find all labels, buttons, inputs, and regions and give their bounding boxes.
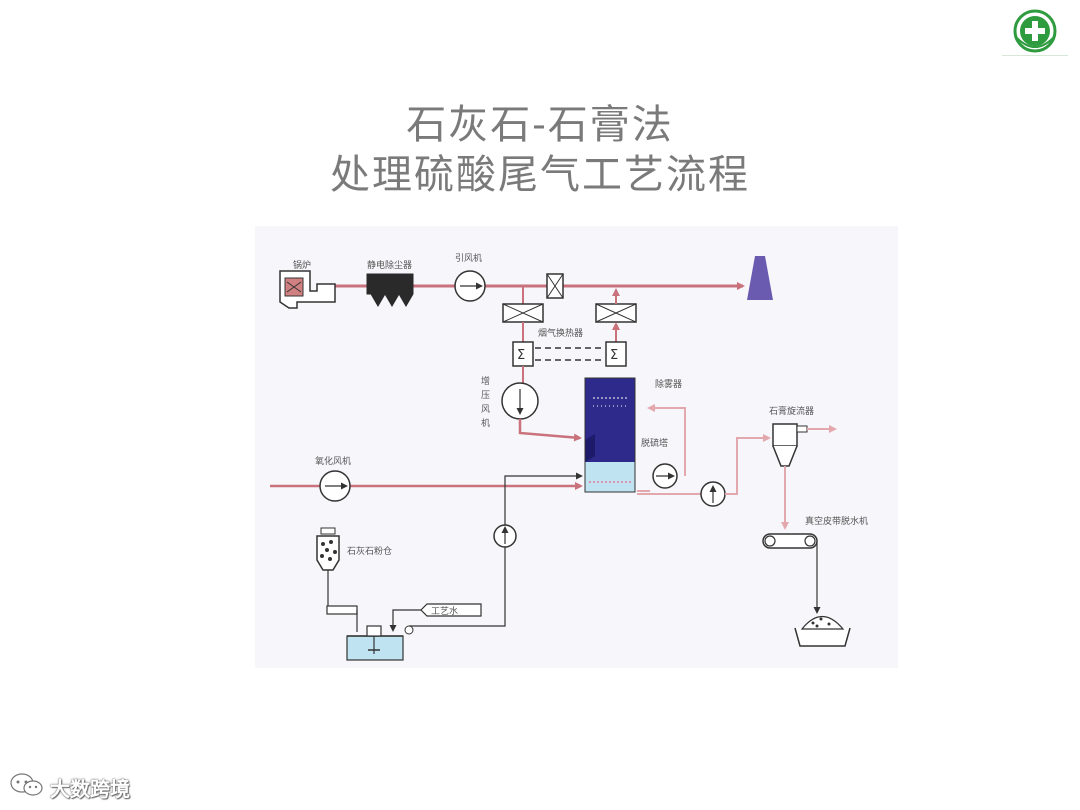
booster-fan-label-1: 增: [481, 375, 490, 387]
booster-fan-label-4: 机: [481, 417, 490, 429]
slurry-feed-pump-icon: [493, 524, 517, 548]
page-title-line-1: 石灰石-石膏法: [406, 102, 674, 148]
limestone-silo-label: 石灰石粉仓: [347, 545, 392, 557]
limestone-silo-icon: [316, 527, 340, 606]
svg-text:Σ: Σ: [610, 348, 618, 363]
gypsum-cyclone-icon: [772, 423, 808, 467]
gas-gas-heater-left-icon: Σ: [512, 341, 534, 367]
watermark-text: 大数跨境: [50, 776, 130, 801]
booster-fan-icon: [501, 382, 539, 420]
process-water-tag-icon: [420, 603, 482, 617]
demister-label: 除雾器: [655, 378, 682, 390]
esp-label: 静电除尘器: [367, 259, 412, 271]
absorber-tower-icon: [584, 377, 636, 493]
logo-underline: [1002, 55, 1068, 56]
electrostatic-precipitator-icon: [366, 273, 414, 307]
boiler-label: 锅炉: [293, 259, 311, 271]
gypsum-cyclone-label: 石膏旋流器: [769, 405, 814, 417]
oxidation-fan-label: 氧化风机: [315, 455, 351, 467]
ggh-label: 烟气换热器: [538, 327, 583, 339]
id-fan-label: 引风机: [455, 252, 482, 264]
screw-conveyor-icon: [326, 605, 358, 632]
boiler-icon: [279, 270, 336, 309]
booster-fan-label-2: 压: [481, 390, 490, 401]
svg-text:Σ: Σ: [517, 348, 525, 363]
bypass-damper-icon: [546, 273, 564, 299]
watermark: 大数跨境: [10, 772, 130, 802]
belt-filter-label: 真空皮带脱水机: [805, 515, 868, 527]
gypsum-bleed-pump-icon: [700, 481, 726, 507]
process-water-label: 工艺水: [431, 605, 458, 617]
emblem-logo-icon: [1012, 8, 1058, 54]
booster-fan-label-3: 风: [481, 404, 490, 415]
absorber-label: 脱硫塔: [641, 437, 668, 449]
induced-draft-fan-icon: [454, 270, 486, 302]
outlet-damper-icon: [595, 303, 637, 323]
oxidation-fan-icon: [319, 470, 351, 502]
process-flow-diagram: 锅炉 静电除尘器 引风机 Σ Σ 烟气换热器: [255, 226, 898, 668]
wechat-bubbles-icon: [10, 772, 44, 802]
chimney-stack-icon: [747, 256, 773, 300]
gypsum-product-bin-icon: [794, 615, 851, 647]
vacuum-belt-filter-icon: [762, 533, 818, 549]
gas-gas-heater-right-icon: Σ: [605, 341, 627, 367]
limestone-slurry-tank-icon: [346, 625, 414, 661]
page-title-line-2: 处理硫酸尾气工艺流程: [330, 152, 750, 198]
recirculation-pump-icon: [652, 463, 678, 489]
inlet-damper-icon: [502, 303, 544, 323]
